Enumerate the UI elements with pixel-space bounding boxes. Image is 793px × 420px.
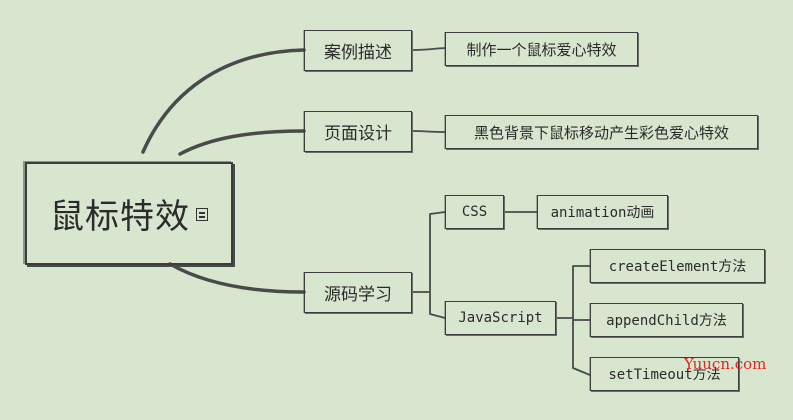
branch-source-study[interactable]: 源码学习: [304, 272, 412, 313]
branch-label: 源码学习: [324, 285, 392, 305]
watermark: Yuucn.com: [684, 355, 767, 373]
node-label: 制作一个鼠标爱心特效: [466, 40, 617, 59]
note-icon[interactable]: [196, 208, 208, 221]
node-animation[interactable]: animation动画: [537, 195, 668, 229]
node-label: setTimeout方法: [608, 367, 721, 383]
root-node[interactable]: 鼠标特效: [25, 162, 233, 265]
link-case-desc: [411, 47, 446, 51]
node-case-detail[interactable]: 制作一个鼠标爱心特效: [445, 32, 638, 66]
node-set-timeout[interactable]: setTimeout方法: [590, 357, 739, 391]
node-javascript[interactable]: JavaScript: [445, 301, 556, 335]
link-design-desc: [411, 130, 446, 133]
node-label: JavaScript: [458, 310, 543, 326]
node-label: createElement方法: [608, 259, 747, 275]
branch-case-description[interactable]: 案例描述: [304, 30, 412, 71]
branch-label: 页面设计: [324, 124, 392, 144]
node-label: appendChild方法: [606, 313, 727, 329]
link-js-tree: [555, 265, 591, 376]
link-source-tree: [411, 211, 446, 319]
branch-page-design[interactable]: 页面设计: [304, 111, 412, 152]
node-css[interactable]: CSS: [445, 195, 504, 229]
link-root-source: [168, 262, 306, 294]
node-design-detail[interactable]: 黑色背景下鼠标移动产生彩色爱心特效: [445, 115, 758, 149]
link-root-case: [141, 48, 306, 154]
node-create-element[interactable]: createElement方法: [590, 249, 765, 283]
link-root-design: [178, 129, 306, 156]
root-label: 鼠标特效: [50, 197, 190, 237]
node-append-child[interactable]: appendChild方法: [590, 303, 743, 337]
node-label: CSS: [461, 204, 488, 220]
node-label: animation动画: [550, 205, 655, 221]
branch-label: 案例描述: [324, 43, 392, 63]
node-label: 黑色背景下鼠标移动产生彩色爱心特效: [473, 123, 729, 142]
